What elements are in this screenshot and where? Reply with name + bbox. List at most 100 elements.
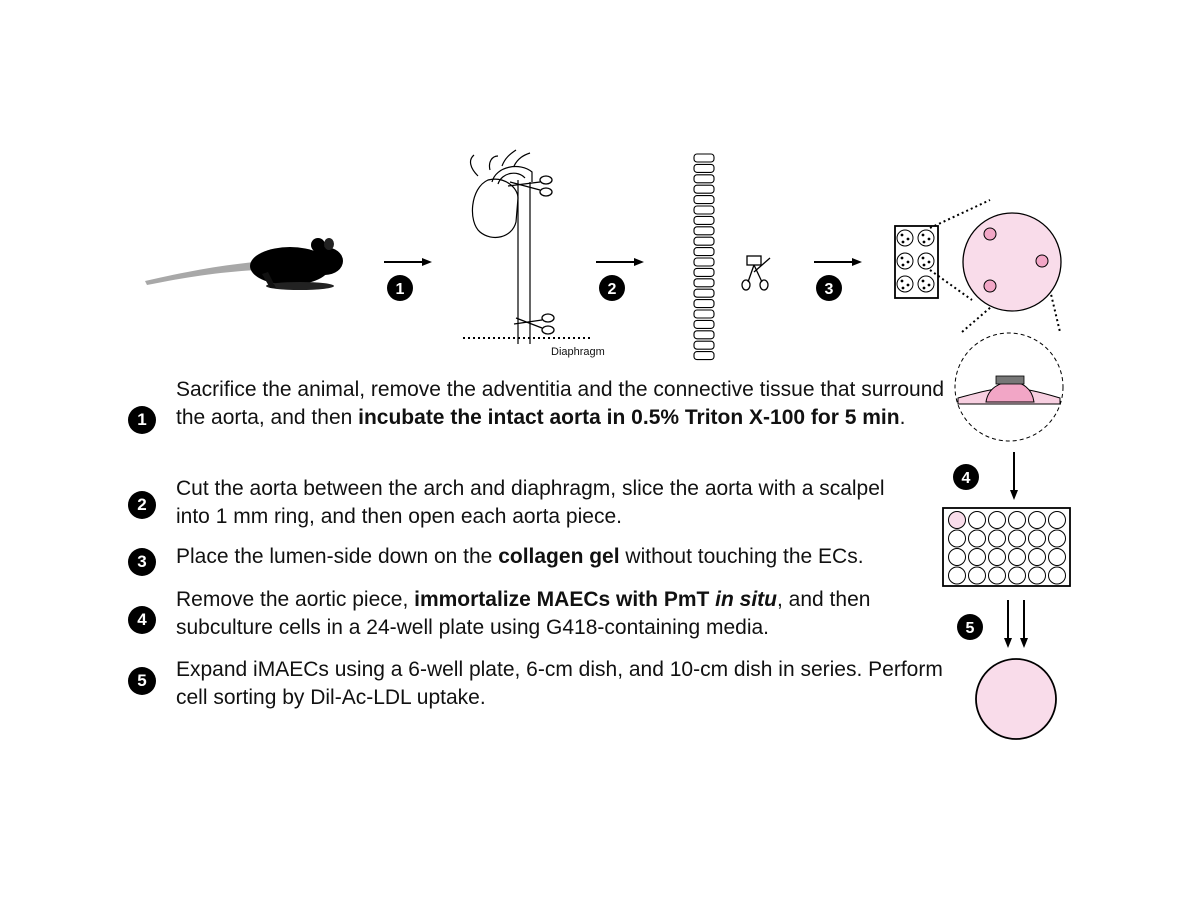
plate-well: [917, 229, 935, 247]
six-well-plate: [894, 225, 939, 299]
step-text-run: without touching the ECs.: [619, 545, 864, 568]
plate-well: [948, 511, 966, 529]
step-1-number: 1: [137, 410, 147, 429]
tissue-dot: [922, 240, 926, 244]
plate-well: [1008, 529, 1026, 548]
step-4-number: 4: [137, 610, 147, 629]
tissue-dot: [921, 279, 925, 283]
mouse-tail: [145, 262, 257, 285]
twenty-four-well-plate: [942, 507, 1071, 587]
aortic-ring: [693, 236, 715, 246]
aortic-ring: [693, 309, 715, 319]
aortic-ring: [693, 153, 715, 163]
aortic-ring: [693, 288, 715, 298]
flow-arrows: [384, 258, 862, 266]
step-2-badge: 2: [128, 491, 156, 519]
down-arrow: [1010, 452, 1018, 500]
plate-well: [968, 566, 986, 585]
flow-step-5-badge: 5: [957, 614, 983, 640]
tissue-dot: [900, 233, 904, 237]
flow-step-2-number: 2: [608, 281, 617, 298]
step-2-number: 2: [137, 495, 147, 514]
plate-well: [968, 511, 986, 529]
mouse-head: [307, 247, 343, 275]
heart-aorta-illustration: [469, 149, 533, 344]
plate-well: [1008, 511, 1026, 529]
aortic-piece: [983, 227, 997, 241]
step-text-run: incubate the intact aorta in 0.5% Triton…: [358, 406, 900, 429]
step-4-badge: 4: [128, 606, 156, 634]
mouse-illustration: [145, 238, 343, 290]
aortic-ring: [693, 226, 715, 236]
aortic-ring: [693, 340, 715, 350]
plate-well: [1008, 548, 1026, 566]
aortic-ring: [693, 299, 715, 309]
flow-step-1-badge: 1: [387, 275, 413, 301]
flow-step-4-number: 4: [962, 470, 971, 487]
zoom-lines: [929, 199, 1061, 333]
step-text-run: collagen gel: [498, 545, 620, 568]
mouse-ear: [324, 238, 334, 250]
step-5-badge: 5: [128, 667, 156, 695]
plate-well: [948, 548, 966, 566]
step-1-badge: 1: [128, 406, 156, 434]
tissue-dot: [901, 240, 905, 244]
tissue-dot: [906, 237, 910, 241]
step-text-run: .: [899, 406, 906, 429]
arch-branches: [469, 149, 531, 177]
plate-well: [1028, 566, 1046, 585]
magnified-well: [962, 212, 1062, 312]
aortic-ring: [693, 205, 715, 215]
tissue-dot: [922, 286, 926, 290]
aortic-piece: [983, 279, 997, 293]
step-text-run: Remove the aortic piece,: [176, 588, 415, 611]
step-5-text: Expand iMAECs using a 6-well plate, 6-cm…: [176, 656, 956, 712]
mouse-feet: [266, 282, 334, 290]
aortic-ring: [693, 174, 715, 184]
step-5-number: 5: [137, 671, 147, 690]
aortic-piece: [1035, 254, 1049, 268]
aortic-tissue-piece: [995, 375, 1025, 385]
step-text-run: immortalize MAECs with PmT: [414, 588, 716, 611]
aortic-arch: [491, 165, 533, 183]
plate-well: [948, 566, 966, 585]
plate-well: [896, 275, 914, 293]
tissue-dot: [927, 260, 931, 264]
scissors-icon: [513, 313, 555, 335]
tissue-dot: [901, 286, 905, 290]
plate-well: [1028, 529, 1046, 548]
tissue-dot: [921, 256, 925, 260]
mouse-ear: [311, 238, 325, 252]
aortic-ring: [693, 215, 715, 225]
plate-well: [917, 275, 935, 293]
aortic-ring: [693, 247, 715, 257]
aortic-ring: [693, 319, 715, 329]
diaphragm-label: Diaphragm: [551, 346, 605, 358]
plate-well: [1048, 566, 1066, 585]
cross-section-view: [954, 332, 1064, 442]
aortic-rings-stack: [693, 153, 715, 361]
tissue-dot: [900, 256, 904, 260]
plate-well: [896, 229, 914, 247]
heart-outline: [471, 178, 519, 239]
step-text-run: Cut the aorta between the arch and diaph…: [176, 477, 885, 528]
aortic-ring: [693, 330, 715, 340]
plate-well: [1028, 548, 1046, 566]
plate-well: [1028, 511, 1046, 529]
plate-well: [968, 548, 986, 566]
flow-step-3-badge: 3: [816, 275, 842, 301]
plate-well: [1048, 529, 1066, 548]
scalpel-icon: [741, 255, 771, 291]
step-3-number: 3: [137, 552, 147, 571]
plate-well: [988, 548, 1006, 566]
plate-well: [1048, 511, 1066, 529]
aortic-ring: [693, 163, 715, 173]
tissue-dot: [927, 237, 931, 241]
plate-well: [1048, 548, 1066, 566]
tissue-dot: [922, 263, 926, 267]
flow-step-4-badge: 4: [953, 464, 979, 490]
flow-step-2-badge: 2: [599, 275, 625, 301]
flow-step-1-number: 1: [396, 281, 405, 298]
step-text-run: , and then subculture cells in a 24-well…: [176, 588, 871, 639]
